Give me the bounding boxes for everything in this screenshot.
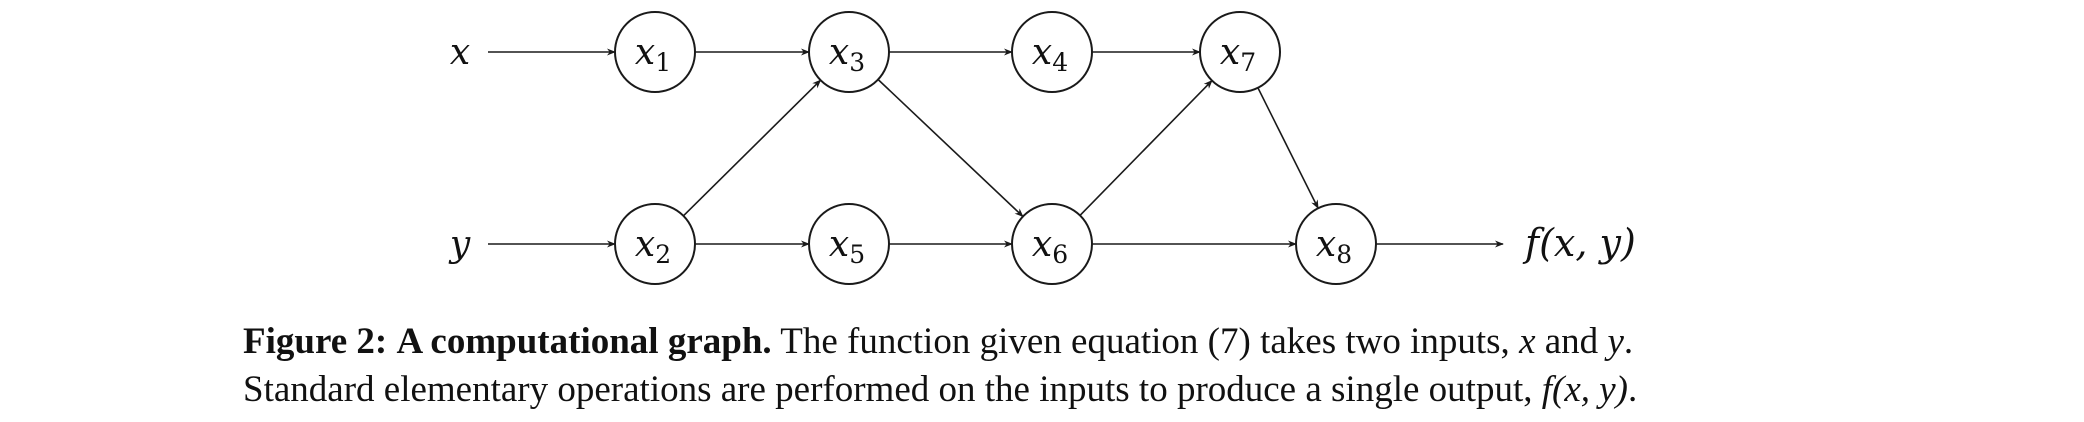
node-x6: x6 <box>1011 203 1093 285</box>
node-x7: x7 <box>1199 11 1281 93</box>
caption-output: f(x, y) <box>1541 369 1629 410</box>
node-circle <box>1011 203 1093 285</box>
caption-figure-label: Figure 2: <box>243 321 388 362</box>
node-circle <box>808 203 890 285</box>
node-x2: x2 <box>614 203 696 285</box>
node-circle <box>1199 11 1281 93</box>
node-circle <box>614 11 696 93</box>
caption-text: The function given equation (7) takes tw… <box>780 321 1510 362</box>
node-x3: x3 <box>808 11 890 93</box>
edge-x3-to-x6 <box>877 78 1024 218</box>
caption-period: . <box>1623 321 1634 362</box>
node-x4: x4 <box>1011 11 1093 93</box>
computational-graph: x1 x2 x3 x4 x5 x6 x7 x8 x y f(x, y) <box>448 11 1636 285</box>
node-circle <box>1011 11 1093 93</box>
caption-var-y: y <box>1607 321 1624 362</box>
node-circle <box>614 203 696 285</box>
node-circle <box>808 11 890 93</box>
node-x8: x8 <box>1295 203 1377 285</box>
edges <box>488 48 1504 248</box>
caption-text-line2: Standard elementary operations are perfo… <box>243 369 1533 410</box>
node-label: x6 <box>1032 224 1068 269</box>
node-label: x2 <box>635 224 671 269</box>
caption-var-x: x <box>1519 321 1536 362</box>
node-label: x8 <box>1316 224 1352 269</box>
caption-title: A computational graph. <box>396 321 772 362</box>
caption-period-2: . <box>1628 369 1638 410</box>
node-label: x5 <box>829 224 865 269</box>
node-label: x7 <box>1220 32 1256 77</box>
node-label: x4 <box>1032 32 1068 77</box>
caption-and: and <box>1544 321 1599 362</box>
node-label: x3 <box>829 32 865 77</box>
node-label: x1 <box>635 32 671 77</box>
node-circle <box>1295 203 1377 285</box>
terminal-labels: x y f(x, y) <box>448 32 1636 265</box>
edge-x7-to-x8 <box>1257 87 1319 210</box>
node-x1: x1 <box>614 11 696 93</box>
input-label-y: y <box>448 224 471 265</box>
edge-x6-to-x7 <box>1079 79 1213 216</box>
input-label-x: x <box>450 32 470 73</box>
output-label: f(x, y) <box>1522 221 1636 265</box>
nodes: x1 x2 x3 x4 x5 x6 x7 x8 <box>614 11 1377 285</box>
figure-caption: Figure 2: A computational graph. The fun… <box>243 318 1943 414</box>
node-x5: x5 <box>808 203 890 285</box>
edge-x2-to-x3 <box>682 79 822 217</box>
